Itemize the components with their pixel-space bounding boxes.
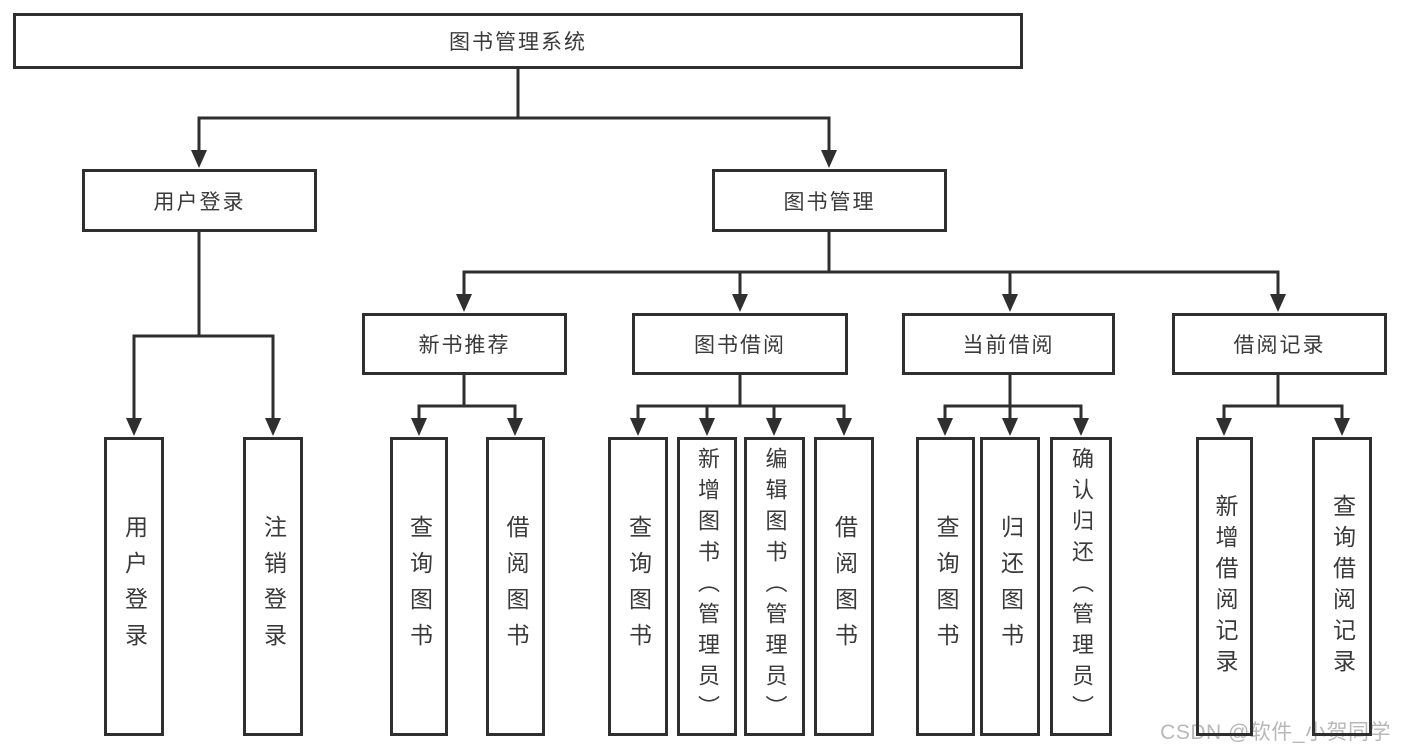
- leaf-label: 新增借阅记录: [1212, 493, 1238, 680]
- connector-borrow-record-subtree: [1216, 373, 1350, 436]
- leaf-label: 归还图书: [997, 514, 1024, 659]
- leaf-borrow-books-recommend: 借阅图书: [486, 437, 545, 736]
- leaf-query-books-recommend: 查询图书: [390, 437, 448, 736]
- arrowhead-icon: [411, 418, 427, 436]
- leaf-label: 借阅图书: [831, 514, 858, 659]
- node-label: 借阅记录: [1233, 334, 1326, 357]
- leaf-add-book-admin: 新增图书（管理员）: [677, 437, 737, 736]
- leaf-label: 借阅图书: [503, 514, 529, 659]
- node-book-management: 图书管理: [712, 169, 947, 232]
- node-user-login: 用户登录: [82, 169, 317, 232]
- arrowhead-icon: [836, 418, 852, 436]
- leaf-label: 查询图书: [933, 514, 959, 659]
- node-library-management-system: 图书管理系统: [13, 13, 1023, 69]
- node-label: 图书管理系统: [449, 31, 587, 54]
- leaf-label: 编辑图书（管理员）: [762, 447, 788, 726]
- connector-current-borrow-subtree: [937, 373, 1089, 436]
- node-label: 图书借阅: [694, 334, 786, 357]
- leaf-label: 用户登录: [121, 514, 148, 659]
- node-borrow-records: 借阅记录: [1172, 313, 1387, 375]
- connector-book-mgmt-to-level3: [456, 230, 1286, 312]
- node-current-borrow: 当前借阅: [902, 313, 1115, 375]
- leaf-label: 查询图书: [406, 514, 433, 659]
- leaf-user-login: 用户登录: [104, 437, 164, 736]
- arrowhead-icon: [507, 418, 523, 436]
- leaf-confirm-return-admin: 确认归还（管理员）: [1050, 437, 1112, 736]
- connector-new-book-subtree: [411, 373, 523, 436]
- arrowhead-icon: [1073, 418, 1089, 436]
- leaf-logout: 注销登录: [243, 437, 303, 736]
- arrowhead-icon: [821, 150, 837, 168]
- node-label: 图书管理: [783, 190, 876, 214]
- node-label: 用户登录: [153, 190, 246, 214]
- leaf-query-books-borrow: 查询图书: [608, 437, 668, 736]
- arrowhead-icon: [191, 150, 207, 168]
- arrowhead-icon: [1270, 294, 1286, 312]
- arrowhead-icon: [456, 294, 472, 312]
- node-new-book-recommend: 新书推荐: [362, 313, 567, 375]
- arrowhead-icon: [766, 418, 782, 436]
- arrowhead-icon: [732, 294, 748, 312]
- arrowhead-icon: [1216, 418, 1232, 436]
- arrowhead-icon: [1334, 418, 1350, 436]
- leaf-label: 确认归还（管理员）: [1069, 447, 1094, 726]
- arrowhead-icon: [1002, 294, 1018, 312]
- connector-book-borrow-subtree: [630, 373, 852, 436]
- leaf-label: 查询图书: [625, 514, 652, 659]
- node-book-borrow: 图书借阅: [632, 313, 848, 375]
- leaf-edit-book-admin: 编辑图书（管理员）: [744, 437, 805, 736]
- leaf-add-borrow-record: 新增借阅记录: [1196, 437, 1253, 736]
- leaf-return-books: 归还图书: [980, 437, 1040, 736]
- leaf-query-borrow-record: 查询借阅记录: [1312, 437, 1372, 736]
- leaf-label: 查询借阅记录: [1329, 493, 1356, 680]
- node-label: 当前借阅: [962, 334, 1055, 357]
- arrowhead-icon: [937, 418, 953, 436]
- leaf-query-books-current: 查询图书: [916, 437, 975, 736]
- leaf-borrow-books-borrow: 借阅图书: [814, 437, 874, 736]
- arrowhead-icon: [265, 418, 281, 436]
- arrowhead-icon: [126, 418, 142, 436]
- connector-root-to-level2: [191, 67, 837, 168]
- arrowhead-icon: [630, 418, 646, 436]
- leaf-label: 注销登录: [260, 514, 287, 659]
- arrowhead-icon: [1002, 418, 1018, 436]
- node-label: 新书推荐: [418, 334, 511, 357]
- leaf-label: 新增图书（管理员）: [695, 447, 720, 726]
- arrowhead-icon: [699, 418, 715, 436]
- connector-user-login-subtree: [126, 230, 281, 436]
- watermark-text: CSDN @软件_小贺同学: [1160, 721, 1391, 744]
